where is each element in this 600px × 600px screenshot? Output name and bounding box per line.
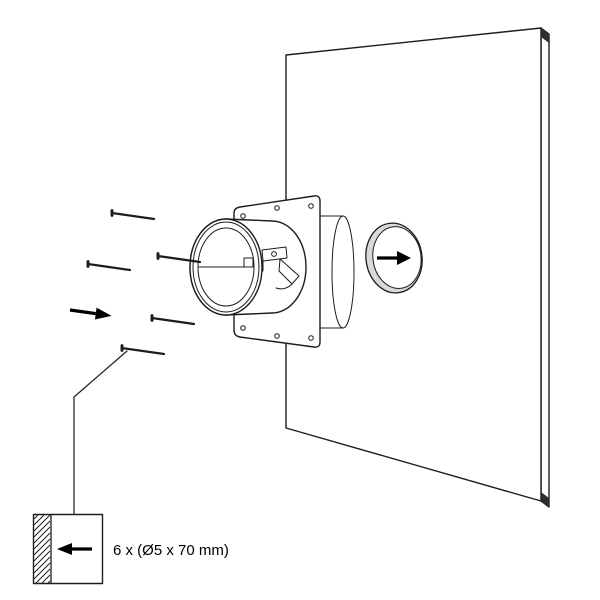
duct-rear-collar	[319, 215, 355, 329]
screw	[86, 260, 132, 272]
screw	[120, 344, 166, 356]
screw	[110, 209, 156, 221]
screws	[86, 209, 202, 356]
clamp-latch	[261, 246, 300, 290]
damper-clip	[243, 257, 254, 268]
wall-panel-top-edge-accent	[541, 28, 549, 43]
duct-connector	[189, 218, 307, 316]
screw-hole	[240, 325, 246, 331]
screw-hole	[308, 335, 314, 341]
screw	[150, 314, 196, 326]
wall-panel-side-face	[540, 27, 550, 508]
wall-panel-bottom-edge-accent	[541, 492, 549, 507]
screw-hole	[308, 203, 314, 209]
hole-direction-arrow-icon	[377, 251, 411, 265]
screw-hole	[274, 333, 280, 339]
screw-direction-arrow-icon	[57, 543, 92, 555]
screw-spec-label: 6 x (Ø5 x 70 mm)	[113, 542, 229, 559]
insert-direction-arrow-icon	[69, 307, 112, 320]
leader-line	[73, 350, 128, 515]
screw-hole	[274, 205, 280, 211]
screw-hole	[240, 213, 246, 219]
wall-section-hatch	[33, 514, 52, 584]
detail-box	[32, 513, 104, 585]
screw	[156, 252, 202, 264]
wall-hole	[365, 222, 423, 294]
